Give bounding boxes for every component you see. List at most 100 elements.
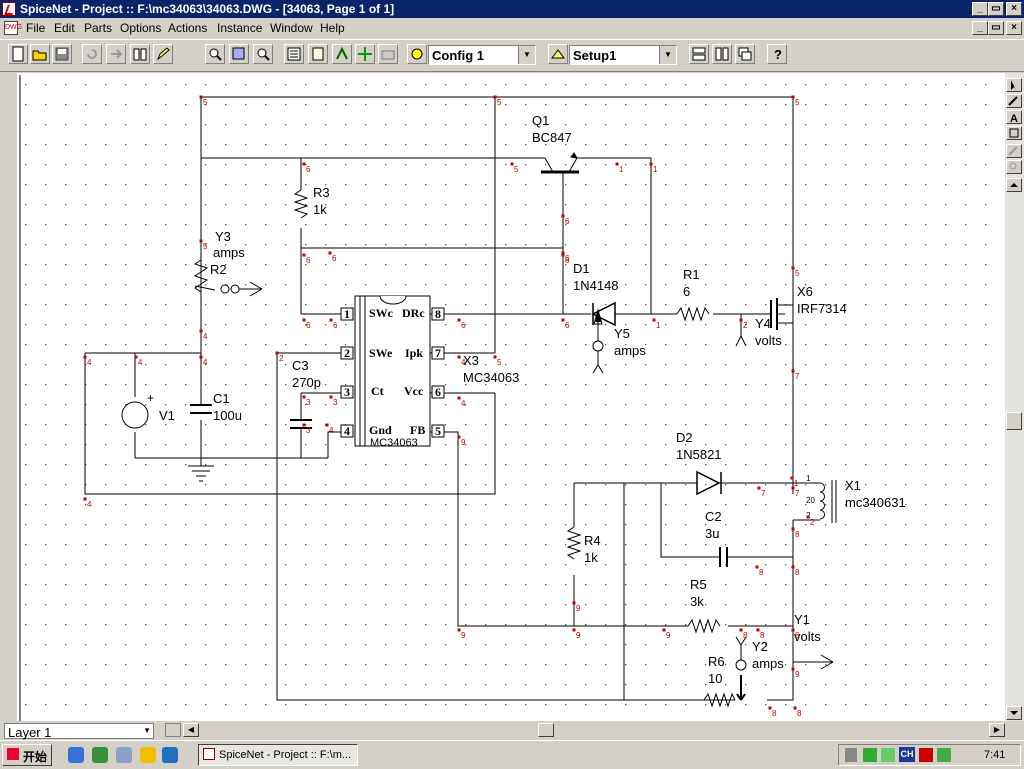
- zoom-box-icon[interactable]: [229, 44, 249, 64]
- chevron-down-icon[interactable]: ▼: [143, 726, 151, 735]
- text-tool-icon[interactable]: A: [1006, 110, 1022, 125]
- start-button[interactable]: 开始: [2, 744, 52, 766]
- tray-app-icon[interactable]: [881, 748, 895, 762]
- layout-icon[interactable]: [689, 44, 709, 64]
- chevron-down-icon[interactable]: ▼: [518, 46, 535, 64]
- schematic-canvas[interactable]: 1 2 3 4 8 7 6 5 SWc SWe Ct Gnd DRc Ipk V…: [17, 73, 1005, 721]
- vertical-scrollbar[interactable]: [1005, 73, 1024, 721]
- scroll-right-button[interactable]: ▶: [989, 723, 1005, 737]
- cols-icon[interactable]: [712, 44, 732, 64]
- new-icon[interactable]: [8, 44, 28, 64]
- q1-transistor[interactable]: [541, 152, 579, 248]
- app-icon[interactable]: [2, 2, 16, 16]
- minimize-button[interactable]: _: [972, 2, 988, 16]
- net-label: 5: [497, 358, 502, 367]
- probe-icon[interactable]: [355, 44, 375, 64]
- eye-icon[interactable]: [165, 723, 181, 737]
- r3-resistor[interactable]: [293, 189, 309, 219]
- r2-resistor[interactable]: [193, 259, 209, 293]
- scroll-left-button[interactable]: ◀: [183, 723, 199, 737]
- help-icon[interactable]: ?: [767, 44, 787, 64]
- y1-probe[interactable]: [793, 654, 834, 670]
- c3-capacitor[interactable]: [290, 419, 312, 429]
- pointer-tool-icon[interactable]: [1006, 78, 1022, 92]
- menu-options[interactable]: Options: [120, 21, 162, 35]
- chevron-down-icon[interactable]: ▼: [659, 46, 676, 64]
- menu-help[interactable]: Help: [320, 21, 345, 35]
- outlook-icon[interactable]: [92, 747, 108, 763]
- ime-indicator[interactable]: CH: [899, 747, 915, 762]
- netlist-icon[interactable]: [284, 44, 304, 64]
- y5-ref: Y5: [614, 326, 630, 341]
- zoom-tool-icon[interactable]: [1006, 160, 1022, 174]
- y5-probe[interactable]: [592, 340, 604, 352]
- scroll-thumb[interactable]: [1006, 412, 1022, 430]
- props-icon[interactable]: [308, 44, 328, 64]
- scroll-up-button[interactable]: [1006, 178, 1022, 192]
- messenger-icon[interactable]: [162, 747, 178, 763]
- desktop-icon[interactable]: [116, 747, 132, 763]
- restore-button[interactable]: ▭: [988, 2, 1004, 16]
- config-icon[interactable]: [407, 44, 427, 64]
- network-icon[interactable]: [863, 748, 877, 762]
- config-select[interactable]: Config 1▼: [428, 45, 536, 65]
- d2-diode[interactable]: [696, 470, 722, 496]
- menu-instance[interactable]: Instance: [217, 21, 263, 35]
- redo-icon[interactable]: [106, 44, 126, 64]
- menu-file[interactable]: File: [26, 21, 46, 35]
- net-label: 6: [565, 321, 570, 330]
- speaker-icon[interactable]: [845, 748, 857, 762]
- r1-resistor[interactable]: [676, 306, 710, 322]
- scroll-down-button[interactable]: [1006, 706, 1022, 720]
- x1-transformer[interactable]: [793, 480, 837, 523]
- tray-tool-icon[interactable]: [937, 748, 951, 762]
- ic-mc34063[interactable]: 1 2 3 4 8 7 6 5 SWc SWe Ct Gnd DRc Ipk V…: [340, 295, 445, 449]
- r4-resistor[interactable]: [566, 526, 582, 560]
- part-tool-icon[interactable]: [1006, 126, 1022, 140]
- horizontal-scrollbar[interactable]: [0, 721, 1024, 739]
- x6-mosfet[interactable]: [735, 298, 793, 347]
- taskbar-spicenet-button[interactable]: SpiceNet - Project :: F:\m...: [198, 744, 358, 766]
- r6-resistor[interactable]: [703, 692, 736, 708]
- ic-pin-1-name: SWc: [369, 306, 394, 320]
- menu-actions[interactable]: Actions: [168, 21, 208, 35]
- layer-select[interactable]: Layer 1 ▼: [4, 723, 154, 740]
- media-player-icon[interactable]: [140, 747, 156, 763]
- setup-select[interactable]: Setup1▼: [569, 45, 677, 65]
- save-icon[interactable]: [52, 44, 72, 64]
- cascade-icon[interactable]: [735, 44, 755, 64]
- edit-icon[interactable]: [153, 44, 173, 64]
- zoom-out-icon[interactable]: [253, 44, 273, 64]
- r6-ref: R6: [708, 654, 725, 669]
- menu-parts[interactable]: Parts: [84, 21, 113, 35]
- setup-icon[interactable]: [548, 44, 568, 64]
- open-icon[interactable]: [30, 44, 50, 64]
- c1-capacitor[interactable]: [190, 404, 212, 414]
- draw-tool-icon[interactable]: [1006, 144, 1022, 158]
- hscroll-thumb[interactable]: [538, 723, 554, 737]
- d1-diode[interactable]: [591, 301, 616, 327]
- close-button[interactable]: ×: [1006, 2, 1022, 16]
- run-icon[interactable]: [332, 44, 352, 64]
- security-icon[interactable]: [919, 748, 933, 762]
- camera-icon[interactable]: [378, 44, 398, 64]
- child-close-button[interactable]: ×: [1006, 21, 1022, 35]
- wire-tool-icon[interactable]: [1006, 94, 1022, 108]
- r5-resistor[interactable]: [687, 618, 721, 634]
- r3-val: 1k: [313, 202, 327, 217]
- r1-ref: R1: [683, 267, 700, 282]
- v1-source[interactable]: [121, 401, 149, 429]
- menu-edit[interactable]: Edit: [54, 21, 75, 35]
- zoom-in-icon[interactable]: [205, 44, 225, 64]
- c2-capacitor[interactable]: [719, 547, 728, 567]
- undo-icon[interactable]: [82, 44, 102, 64]
- book-icon[interactable]: [130, 44, 150, 64]
- layer-value: Layer 1: [8, 725, 52, 740]
- ie-icon[interactable]: [68, 747, 84, 763]
- child-restore-button[interactable]: ▭: [988, 21, 1004, 35]
- document-icon[interactable]: DWG: [4, 21, 22, 35]
- y2-probe[interactable]: [735, 659, 747, 671]
- net-label: 6: [565, 217, 570, 226]
- menu-window[interactable]: Window: [270, 21, 313, 35]
- child-minimize-button[interactable]: _: [972, 21, 988, 35]
